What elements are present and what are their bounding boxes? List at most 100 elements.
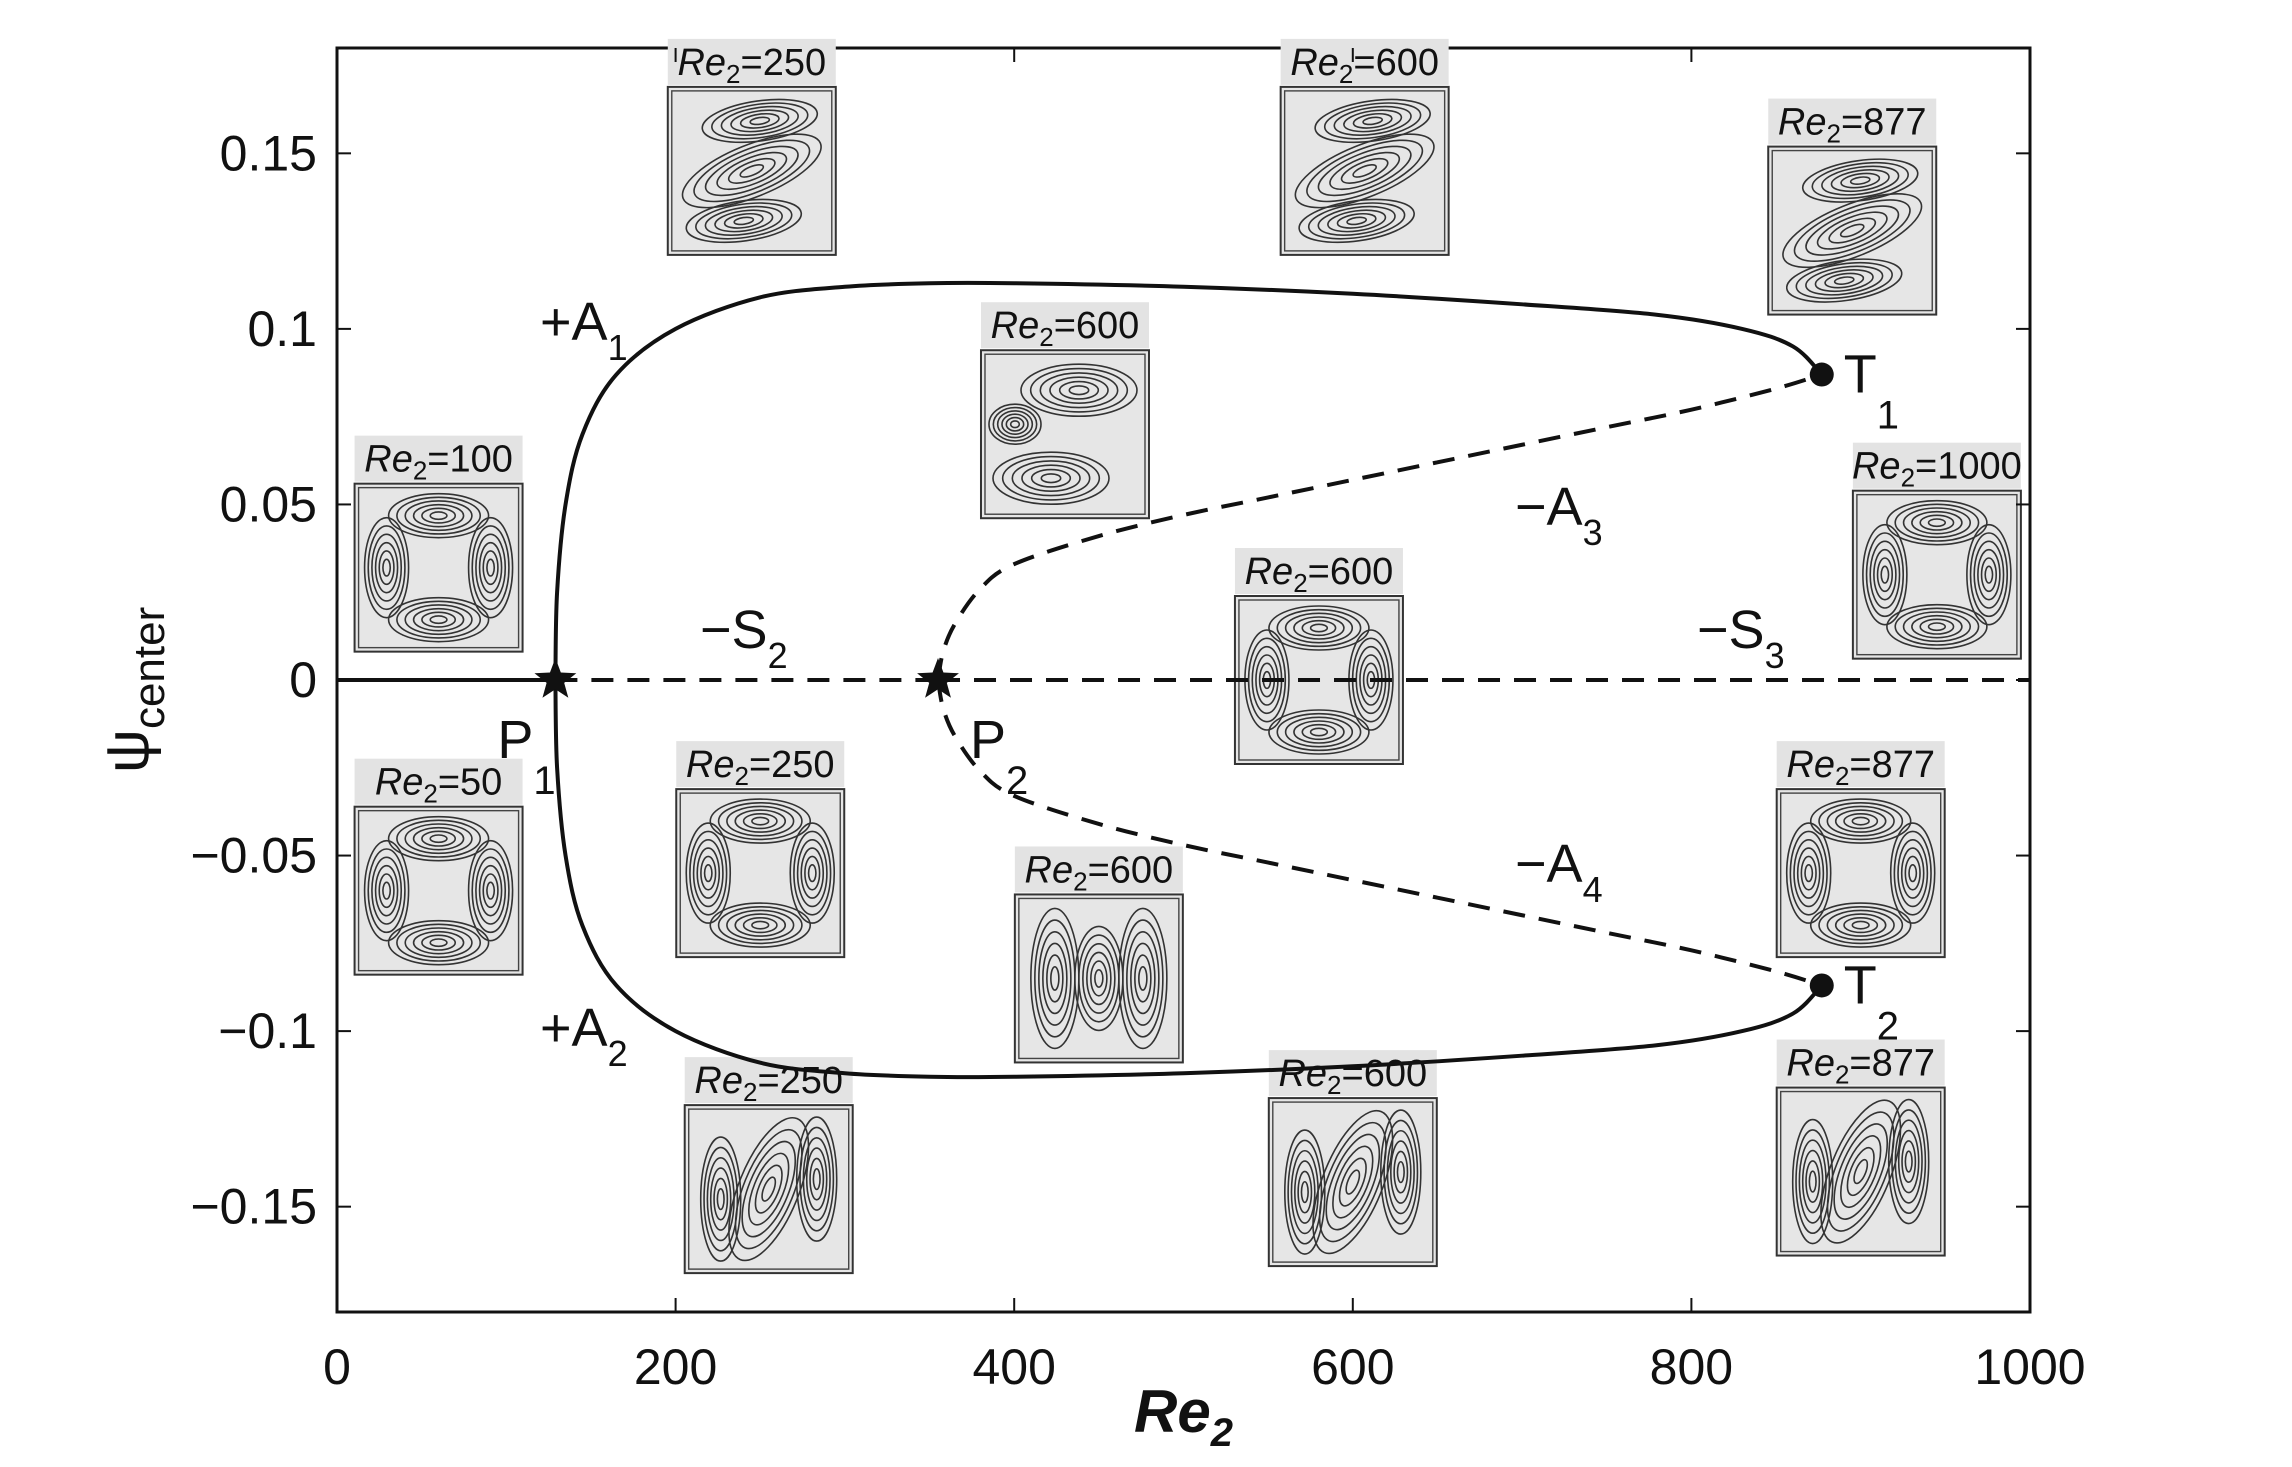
- inset-contour: [1901, 1140, 1917, 1184]
- inset-contour: [1090, 960, 1108, 997]
- inset-contour: [1851, 816, 1870, 826]
- inset-label: Re2=600: [991, 305, 1140, 352]
- inset-contour: [467, 516, 514, 619]
- inset-contour: [1973, 540, 2005, 609]
- inset-contour: [1849, 176, 1871, 185]
- inset-box: [979, 349, 1150, 520]
- inset-contour: [1030, 468, 1072, 488]
- inset-box: [683, 1104, 854, 1275]
- inset-label: Re2=877: [1786, 1043, 1935, 1090]
- inset-contour: [1297, 1170, 1313, 1214]
- inset-contour: [382, 881, 392, 900]
- inset-contour: [734, 913, 787, 937]
- inset-a1-877: Re2=877: [1767, 98, 1938, 316]
- inset-contour: [812, 1167, 821, 1191]
- inset-contour: [1843, 812, 1879, 830]
- inset-contour: [1824, 272, 1865, 289]
- inset-contour: [734, 1128, 803, 1250]
- inset-contour: [1846, 1146, 1875, 1197]
- inset-contour: [1352, 112, 1393, 129]
- inset-contour: [1317, 145, 1412, 197]
- inset-contour: [1809, 798, 1912, 844]
- inset-contour: [1130, 942, 1156, 1015]
- inset-contour: [421, 934, 457, 951]
- inset-label: Re2=877: [1786, 744, 1935, 791]
- inset-contour: [1005, 416, 1025, 432]
- inset-contour: [1040, 473, 1062, 484]
- inset-contour: [1247, 637, 1287, 723]
- inset-contour: [1904, 855, 1921, 891]
- inset-label-bg: [354, 758, 523, 805]
- inset-contour: [486, 558, 496, 577]
- inset-contour: [1001, 413, 1029, 436]
- inset-contour: [471, 848, 510, 934]
- inset-label: Re2=1000: [1852, 446, 2022, 493]
- inset-contour: [471, 525, 510, 611]
- inset-contour: [1820, 1099, 1902, 1244]
- point-marker-t2: [1809, 973, 1834, 998]
- inset-contour: [1814, 269, 1874, 293]
- inset-contour: [704, 205, 783, 236]
- inset-contour: [1068, 385, 1090, 396]
- point-marker-t1: [1809, 362, 1834, 387]
- inset-contour: [1038, 930, 1072, 1026]
- inset-inner-border: [357, 486, 520, 649]
- inset-contour: [404, 500, 473, 532]
- inset-box: [1267, 1097, 1438, 1268]
- inset-contour: [1287, 1139, 1323, 1245]
- inset-contour: [751, 920, 770, 930]
- inset-contour: [1021, 464, 1081, 493]
- inset-contour: [1293, 720, 1345, 744]
- inset-inner-border: [1272, 1101, 1434, 1263]
- y-tick-label: −0.15: [190, 1179, 317, 1235]
- y-tick-label: 0: [289, 652, 317, 708]
- inset-contour: [1309, 623, 1329, 633]
- series-line-a3: [936, 372, 1823, 681]
- inset-contour: [1009, 420, 1021, 429]
- inset-contour: [1134, 954, 1152, 1003]
- inset-contour: [1293, 616, 1345, 640]
- inset-contour: [1893, 830, 1932, 916]
- inset-contour: [378, 550, 395, 586]
- inset-contour: [1380, 1109, 1422, 1235]
- inset-contour: [699, 1136, 742, 1262]
- inset-contour: [1919, 514, 1955, 531]
- series-line-a1: [553, 280, 1824, 681]
- inset-contour: [382, 558, 392, 577]
- inset-contour: [363, 839, 410, 942]
- inset-contour: [714, 209, 774, 233]
- inset-contour: [1839, 223, 1865, 238]
- inset-contour: [1897, 1129, 1920, 1194]
- inset-contour: [1785, 822, 1832, 924]
- inset-contour: [1138, 965, 1148, 991]
- inset-contour: [371, 533, 403, 602]
- inset-contour: [726, 909, 795, 941]
- inset-label-bg: [1234, 548, 1403, 594]
- inset-label: Re2=250: [694, 1060, 843, 1107]
- inset-contour: [726, 805, 795, 837]
- inset-contour: [1816, 211, 1888, 250]
- y-tick-label: −0.05: [190, 828, 317, 884]
- inset-contour: [482, 550, 499, 586]
- inset-s-50: Re2=50: [353, 758, 524, 976]
- inset-contour: [396, 600, 482, 639]
- inset-contour: [1969, 532, 2009, 618]
- inset-contour: [805, 1147, 828, 1211]
- inset-contour: [1826, 1111, 1895, 1232]
- inset-contour: [1383, 1119, 1419, 1225]
- inset-contour: [1390, 1140, 1412, 1204]
- inset-contour: [723, 212, 764, 229]
- inset-contour: [475, 533, 507, 602]
- inset-contour: [1834, 809, 1887, 833]
- inset-contour: [1284, 716, 1354, 748]
- inset-contour: [793, 830, 832, 916]
- x-tick-label: 0: [323, 1339, 351, 1395]
- inset-contour: [739, 112, 780, 129]
- inset-contour: [387, 492, 490, 539]
- curve-label-a3: −A3: [1515, 477, 1603, 553]
- inset-contour: [713, 1177, 729, 1221]
- inset-contour: [1126, 930, 1160, 1026]
- inset-label-bg: [1768, 98, 1937, 145]
- inset-contour: [1911, 614, 1963, 639]
- inset-contour: [1887, 1098, 1930, 1225]
